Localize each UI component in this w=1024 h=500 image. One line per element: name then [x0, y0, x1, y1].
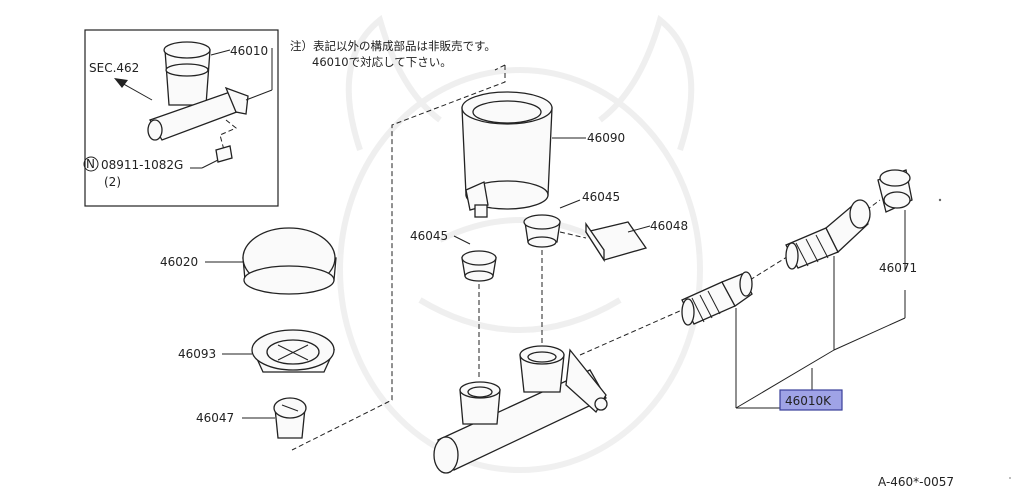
label-46093[interactable]: 46093	[178, 347, 216, 361]
note-line-1: 注）表記以外の構成部品は非販売です。	[290, 39, 496, 53]
sec-arrow-icon	[114, 78, 128, 88]
grommet-46045-left: 46045	[410, 229, 497, 282]
reservoir-46090: 46090	[461, 91, 625, 218]
piston-kit-parts: 46071	[681, 169, 917, 326]
label-46047[interactable]: 46047	[196, 411, 234, 425]
diagram-code: A-460*-0057	[878, 475, 954, 489]
note-line-2: 46010で対応して下さい。	[312, 55, 452, 69]
cap-46020: 46020	[160, 227, 337, 295]
strainer-46093: 46093	[178, 329, 336, 373]
plug-46047: 46047	[196, 397, 307, 439]
label-46048[interactable]: 46048	[650, 219, 688, 233]
bolt-part-number[interactable]: 08911-1082G	[101, 158, 183, 172]
inset-bolt-icon	[215, 145, 233, 163]
watermark-emblem	[337, 14, 703, 473]
inset-cap-icon	[163, 41, 211, 59]
speck	[1009, 477, 1011, 479]
grommet-46045-right: 46045	[523, 190, 620, 248]
dash-link-3	[579, 309, 683, 356]
label-46071[interactable]: 46071	[879, 261, 917, 275]
label-46090[interactable]: 46090	[587, 131, 625, 145]
sec-ref-label[interactable]: SEC.462	[89, 61, 139, 75]
label-46045-left[interactable]: 46045	[410, 229, 448, 243]
kit-leader-lines	[735, 256, 906, 409]
bolt-quantity: (2)	[104, 175, 121, 189]
label-46045-right[interactable]: 46045	[582, 190, 620, 204]
bolt-circle-icon	[83, 156, 99, 172]
assembly-dashed-outline	[291, 64, 506, 451]
kit-46010k-highlight[interactable]: 46010K	[779, 389, 843, 411]
label-46010k[interactable]: 46010K	[785, 394, 832, 408]
speck	[938, 198, 942, 202]
inset-part-label-46010[interactable]: 46010	[230, 44, 268, 58]
master-cylinder-body	[433, 345, 608, 474]
bolt-circle-letter: N	[86, 157, 95, 171]
band-46048: 46048	[559, 219, 688, 263]
inset-panel: SEC.462 46010 N 08911-1082G (2)	[83, 29, 279, 207]
inset-border	[84, 29, 279, 207]
label-46020[interactable]: 46020	[160, 255, 198, 269]
dash-link-4	[749, 254, 791, 281]
